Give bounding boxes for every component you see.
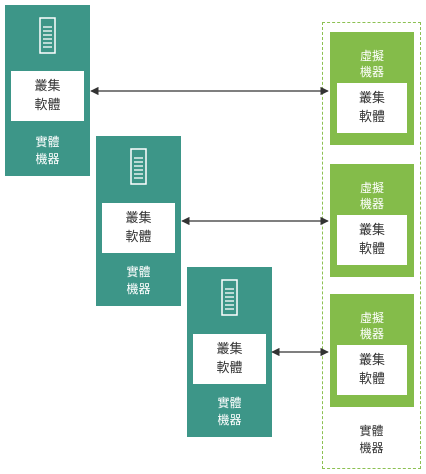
software-label-line1: 叢集 (125, 211, 152, 226)
virtual-machine-label: 虛擬 機器 (330, 310, 414, 342)
virtual-machine-1: 虛擬 機器 叢集 軟體 (330, 32, 414, 145)
cluster-software-box: 叢集 軟體 (11, 71, 84, 121)
host-label-line2: 機器 (359, 441, 384, 455)
virtual-machine-label: 虛擬 機器 (330, 48, 414, 80)
physical-label-line1: 實體 (126, 265, 151, 279)
virtual-label-line1: 虛擬 (359, 311, 384, 325)
physical-label-line2: 機器 (126, 282, 151, 296)
physical-machine-label: 實體 機器 (187, 395, 272, 429)
virtual-label-line2: 機器 (359, 327, 384, 341)
virtual-label-line2: 機器 (359, 197, 384, 211)
physical-label-line1: 實體 (35, 135, 60, 149)
physical-label-line1: 實體 (217, 396, 242, 410)
software-label-line1: 叢集 (358, 353, 385, 368)
physical-machine-1: 叢集 軟體 實體 機器 (5, 5, 90, 176)
virtual-machine-label: 虛擬 機器 (330, 180, 414, 212)
cluster-software-box: 叢集 軟體 (337, 345, 407, 395)
software-label-line2: 軟體 (125, 230, 152, 245)
cluster-software-box: 叢集 軟體 (337, 215, 407, 265)
host-machine-label: 實體 機器 (322, 423, 421, 457)
physical-machine-label: 實體 機器 (96, 264, 181, 298)
software-label-line2: 軟體 (358, 372, 385, 387)
physical-machine-3: 叢集 軟體 實體 機器 (187, 267, 272, 437)
physical-machine-label: 實體 機器 (5, 134, 90, 168)
host-machine-container (322, 22, 421, 469)
virtual-label-line2: 機器 (359, 65, 384, 79)
software-label-line1: 叢集 (216, 342, 243, 357)
server-icon (221, 279, 238, 316)
cluster-software-box: 叢集 軟體 (193, 334, 266, 384)
software-label-line2: 軟體 (358, 242, 385, 257)
virtual-label-line1: 虛擬 (359, 181, 384, 195)
software-label-line2: 軟體 (216, 361, 243, 376)
physical-machine-2: 叢集 軟體 實體 機器 (96, 136, 181, 306)
cluster-software-box: 叢集 軟體 (102, 203, 175, 253)
server-icon (39, 17, 56, 54)
server-icon (130, 148, 147, 185)
virtual-machine-2: 虛擬 機器 叢集 軟體 (330, 164, 414, 277)
software-label-line1: 叢集 (358, 223, 385, 238)
virtual-machine-3: 虛擬 機器 叢集 軟體 (330, 294, 414, 407)
physical-label-line2: 機器 (35, 152, 60, 166)
software-label-line2: 軟體 (358, 110, 385, 125)
virtual-label-line1: 虛擬 (359, 49, 384, 63)
software-label-line1: 叢集 (34, 79, 61, 94)
physical-label-line2: 機器 (217, 413, 242, 427)
cluster-software-box: 叢集 軟體 (337, 83, 407, 133)
software-label-line2: 軟體 (34, 98, 61, 113)
software-label-line1: 叢集 (358, 91, 385, 106)
host-label-line1: 實體 (359, 424, 384, 438)
